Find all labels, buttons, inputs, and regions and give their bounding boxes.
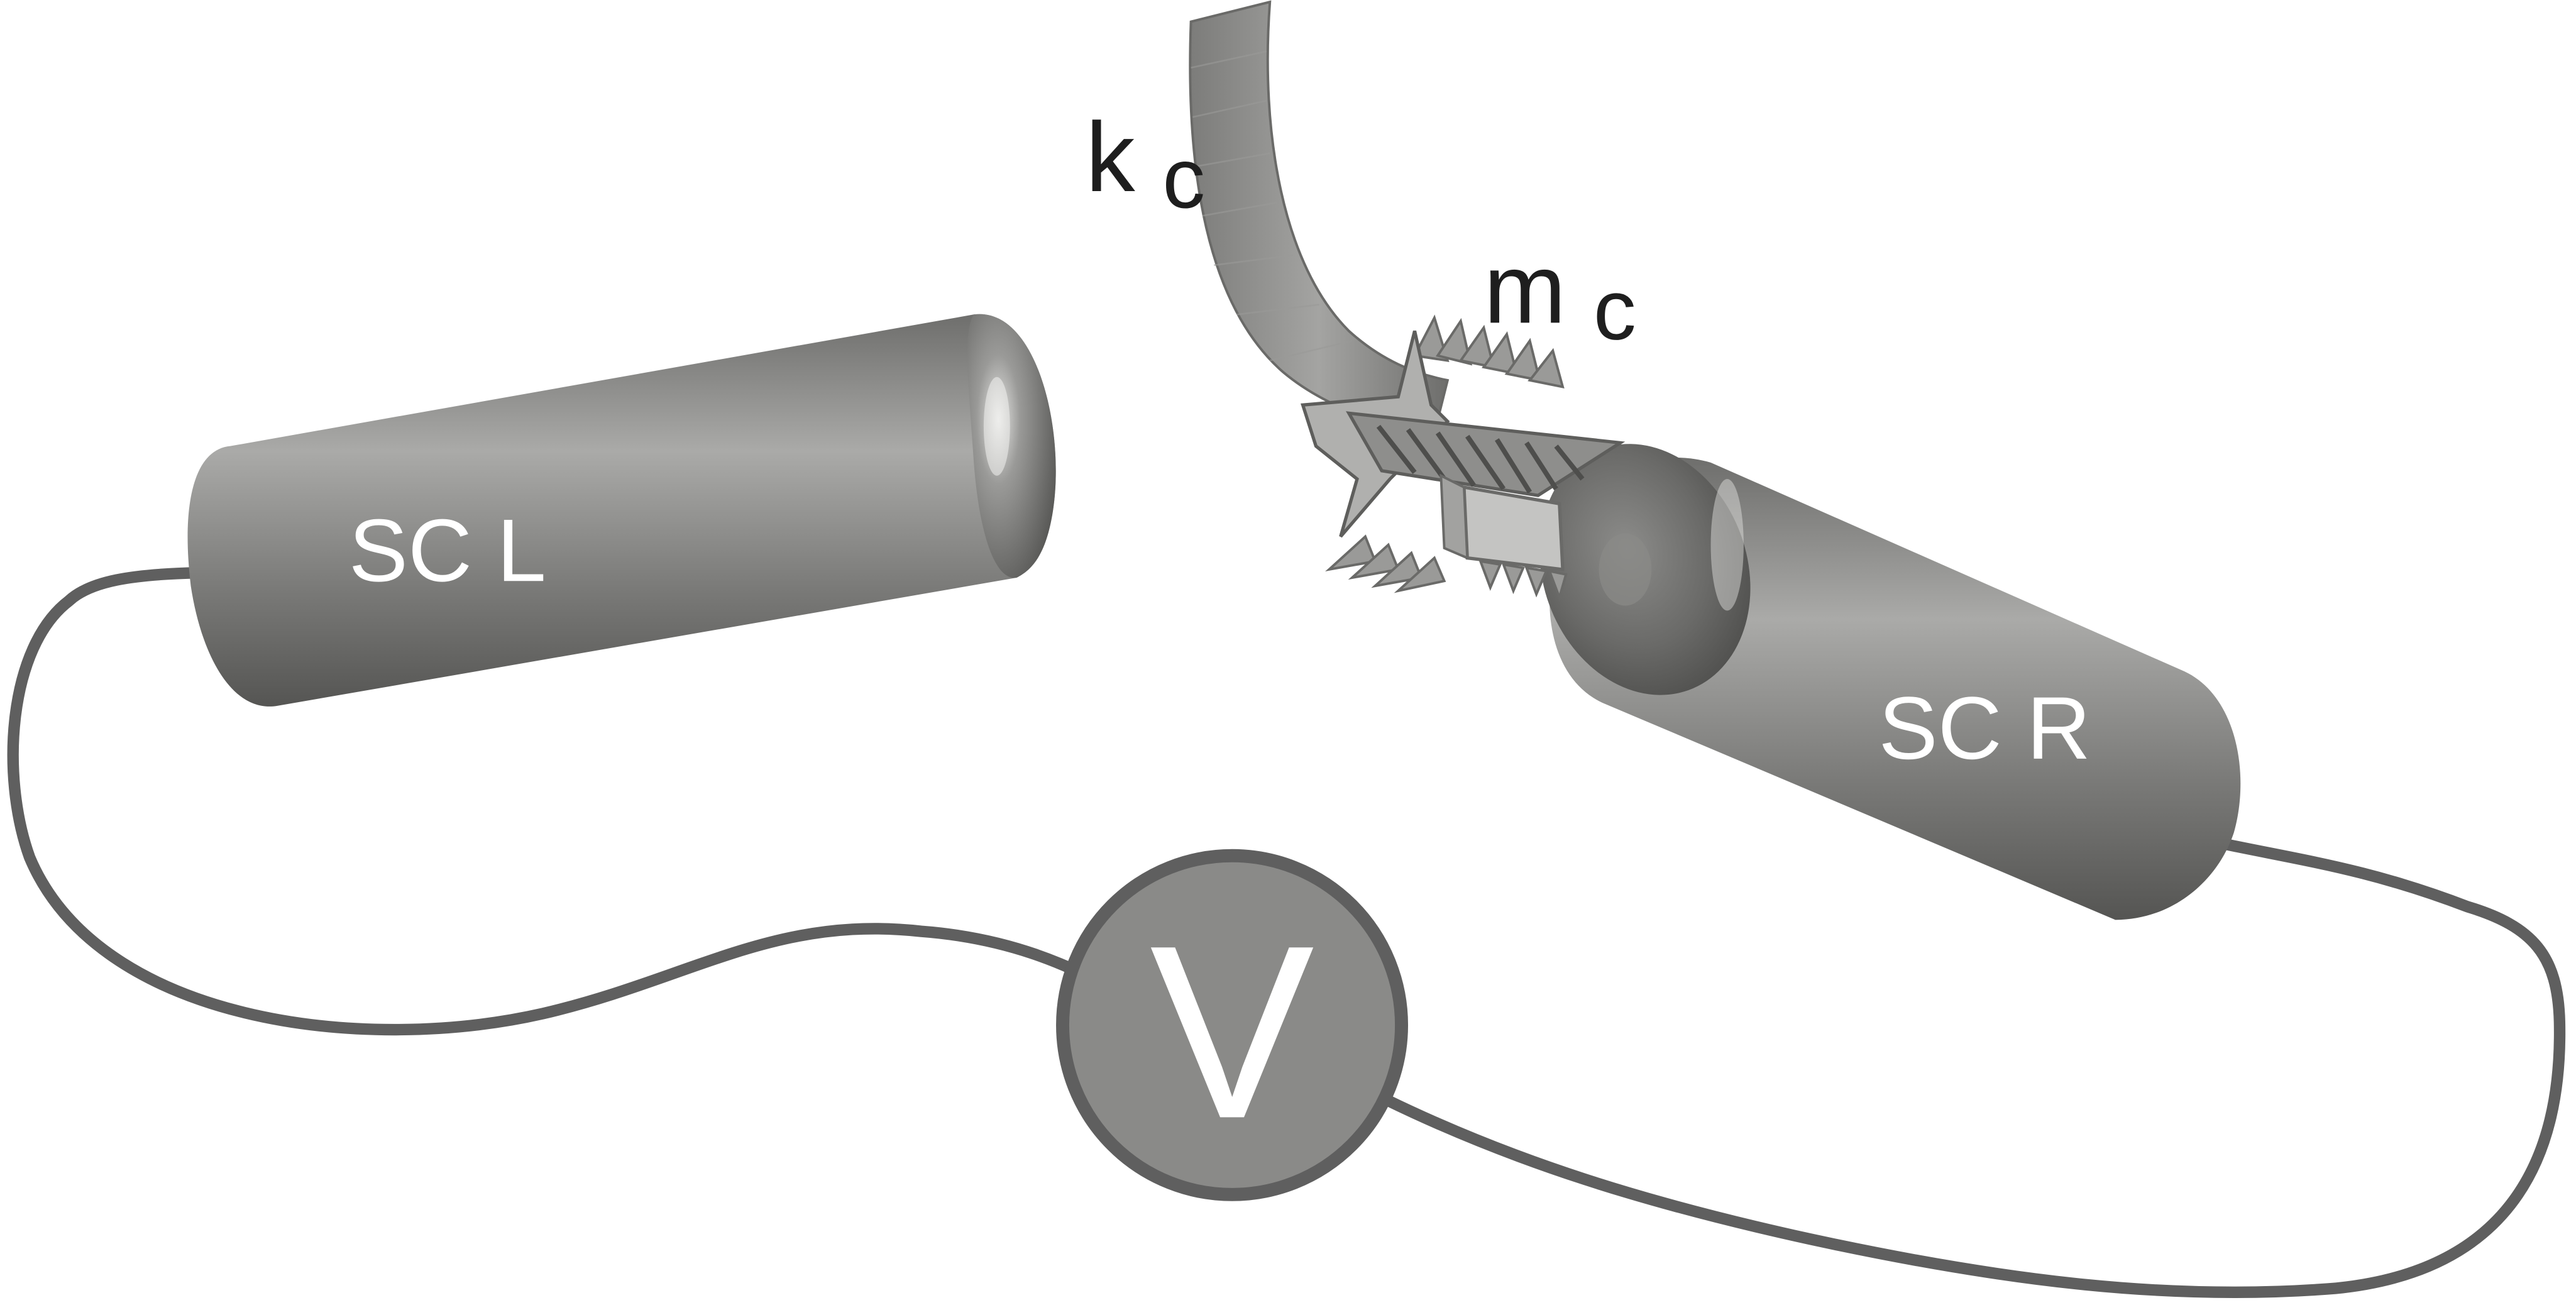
voltmeter-label: V (1150, 894, 1316, 1170)
label-mc: m c (1483, 234, 1636, 357)
molecule-block-side (1439, 473, 1469, 560)
voltmeter-circle (1056, 849, 1409, 1201)
label-kc: k c (1086, 102, 1205, 226)
label-kc-main: k (1086, 102, 1135, 212)
circuit-wires (7, 566, 2566, 1299)
cylinder-right-highlight (1710, 478, 1744, 611)
superconductor-left: SC L (187, 314, 1056, 707)
wire-left (7, 566, 1079, 1036)
star-shaped-molecule-icon: m c (1301, 234, 1636, 602)
molecule-plate-top (1346, 411, 1626, 497)
label-sc-left: SC L (349, 500, 546, 600)
cylinder-left-body (187, 314, 1056, 707)
voltmeter-icon: V (1056, 849, 1409, 1201)
molecule-spikes-bottom (1325, 534, 1568, 602)
molecule-spikes-top (1412, 314, 1565, 388)
label-kc-sub: c (1162, 130, 1205, 226)
spring-kc: k c (1086, 0, 1450, 434)
cylinder-left-highlight (983, 377, 1010, 476)
spring-band-segments (1191, 50, 1353, 361)
molecule-block (1462, 485, 1565, 571)
superconductor-right: SC R (1539, 444, 2241, 920)
molecule-fins (1376, 424, 1585, 494)
label-mc-main: m (1483, 234, 1566, 344)
wire-right (1379, 837, 2566, 1299)
cylinder-left-endcap (967, 314, 1056, 578)
label-sc-right: SC R (1878, 678, 2091, 778)
label-mc-sub: c (1593, 262, 1636, 358)
cylinder-right-dimple (1599, 533, 1652, 606)
